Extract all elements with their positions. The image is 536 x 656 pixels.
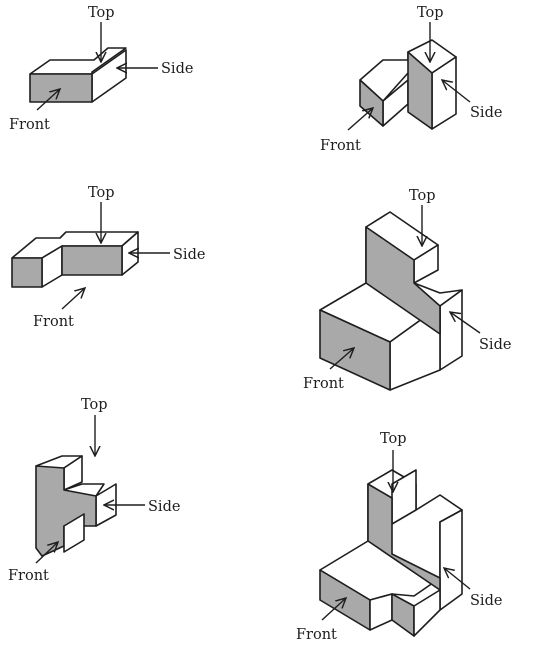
front-arrow [35,542,58,564]
top-label: Top [88,5,115,21]
side-label: Side [161,61,193,77]
front-label: Front [9,117,50,133]
side-label: Side [470,105,502,121]
front-face [61,245,123,276]
side-face-base [413,589,441,637]
side-arrow [444,568,471,590]
top-label: Top [88,185,115,201]
front-arrow [61,288,85,310]
side-arrow [442,80,471,103]
front-face-tall [407,51,433,130]
side-label: Side [470,593,502,609]
side-label: Side [479,337,511,353]
figure-3: Top Side Front [11,185,205,330]
side-arrow [450,312,481,334]
front-face [29,73,93,103]
figure-4: Top Side Front [303,188,511,392]
front-label: Front [33,314,74,330]
figure-6: Top Side Front [296,431,502,643]
front-arrow [329,348,354,370]
front-label: Front [8,568,49,584]
front-face-tall [365,226,441,335]
front-face-step [391,593,415,637]
front-face-left [11,257,43,288]
side-face-right [439,509,463,611]
front-arrow [347,108,373,131]
front-label: Front [303,376,344,392]
side-label: Side [148,499,180,515]
top-label: Top [380,431,407,447]
figure-2: Top Side Front [320,5,502,154]
side-face-step [369,593,393,631]
front-face [359,79,384,127]
front-arrow [321,598,346,621]
top-label: Top [81,397,108,413]
front-label: Front [296,627,337,643]
top-label: Top [409,188,436,204]
side-label: Side [173,247,205,263]
figure-5: Top Side Front [8,397,180,584]
figure-1: Top Side Front [9,5,193,133]
top-label: Top [417,5,444,21]
front-face-tall [367,483,441,591]
front-label: Front [320,138,361,154]
side-face-lower [63,513,85,553]
front-arrow [36,89,60,111]
